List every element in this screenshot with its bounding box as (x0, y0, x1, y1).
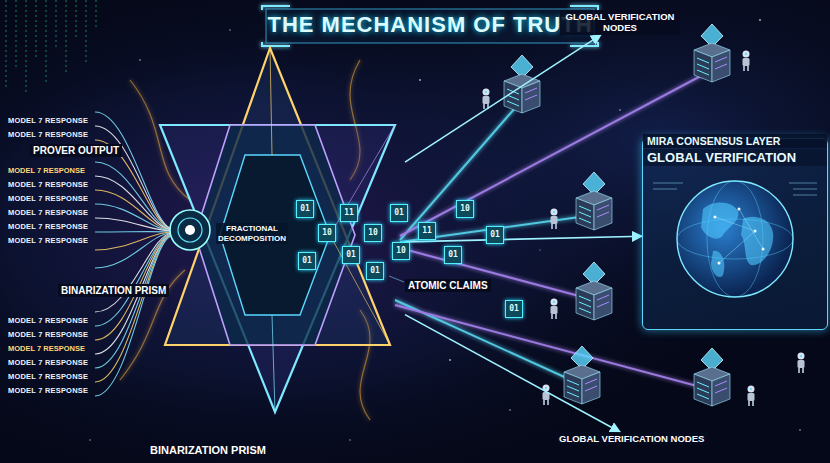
binary-cube: 11 (340, 204, 358, 222)
prism-label: BINARIZATION PRISM (58, 284, 169, 297)
binary-cube: 10 (392, 242, 410, 260)
verification-nodes-tag: GLOBAL VERIFICATION NODES (556, 432, 708, 445)
binary-cube: 01 (296, 200, 314, 218)
response-line: MODEL 7 RESPONSE (8, 208, 88, 217)
beam-connector (405, 35, 601, 162)
binary-cube: 01 (342, 246, 360, 264)
verification-nodes-tag: GLOBAL VERIFICATION NODES (560, 10, 680, 35)
response-line: MODEL 7 RESPONSE (8, 372, 88, 381)
prism-node: FRACTIONAL DECOMPOSITIONBINARIZATION PRI… (150, 45, 405, 445)
binary-cube: 10 (456, 200, 474, 218)
binary-cube: 11 (418, 222, 436, 240)
beam-connector (405, 236, 642, 242)
core-label: FRACTIONAL DECOMPOSITION (216, 223, 288, 244)
prism-name: BINARIZATION PRISM (150, 444, 405, 456)
binary-cube: 01 (444, 246, 462, 264)
response-line: MODEL 7 RESPONSE (8, 130, 88, 139)
response-line: MODEL 7 RESPONSE (8, 344, 85, 353)
response-line: MODEL 7 RESPONSE (8, 386, 88, 395)
binary-cube: 01 (390, 204, 408, 222)
node-group-label: GLOBAL VERIFICATION NODES (560, 10, 680, 35)
binary-cube: 10 (318, 224, 336, 242)
response-line: MODEL 7 RESPONSE (8, 330, 88, 339)
response-line: MODEL 7 RESPONSE (8, 194, 88, 203)
diagram-title: THE MECHANISM OF TRUTH (267, 12, 592, 38)
response-line: MODEL 7 RESPONSE (8, 180, 88, 189)
binary-cube: 01 (505, 300, 523, 318)
binary-cube: 10 (364, 224, 382, 242)
response-line: MODEL 7 RESPONSE (8, 222, 88, 231)
panel-heading: GLOBAL VERIFICATION (643, 149, 827, 166)
panel-caption: MIRA CONSENSUS LAYER (643, 134, 827, 148)
binary-cube: 01 (298, 252, 316, 270)
response-line: MODEL 7 RESPONSE (8, 116, 88, 125)
claims-label: ATOMIC CLAIMS (405, 279, 491, 292)
globe-illustration (643, 139, 827, 329)
binary-cube: 01 (366, 262, 384, 280)
prism-outline (150, 45, 405, 445)
stream-label: PROVER OUTPUT (30, 144, 122, 157)
response-line: MODEL 7 RESPONSE (8, 316, 88, 325)
response-line: MODEL 7 RESPONSE (8, 358, 88, 367)
consensus-panel: GLOBAL VERIFICATIONMIRA CONSENSUS LAYER (642, 138, 828, 330)
binary-cube: 01 (486, 226, 504, 244)
response-line: MODEL 7 RESPONSE (8, 236, 88, 245)
node-group-label: GLOBAL VERIFICATION NODES (556, 432, 708, 445)
beam-connector (405, 315, 620, 432)
response-line: MODEL 7 RESPONSE (8, 166, 85, 175)
